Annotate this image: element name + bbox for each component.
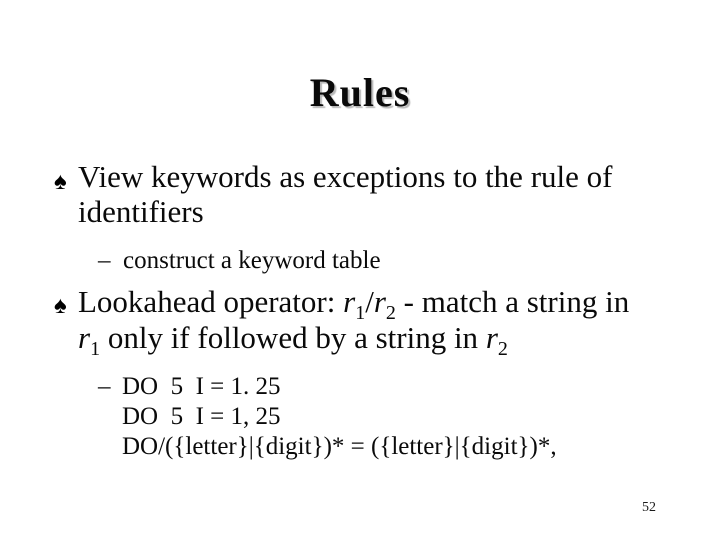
code-line-1: DO 5 I = 1. 25 [122,373,281,400]
text-segment: Lookahead operator: [78,284,344,319]
sub-bullet-2-text: DO 5 I = 1. 25 DO 5 I = 1, 25 DO/({lette… [122,372,557,462]
sub-bullet-1-text: construct a keyword table [123,247,381,274]
slide-title: Rules [309,70,411,115]
code-line-2: DO 5 I = 1, 25 [122,403,281,430]
spade-bullet-icon: ♠ [54,169,67,195]
text-segment: - match a string in [395,284,630,319]
subscript-1: 1 [355,302,366,324]
dash-bullet-icon: – [98,373,111,400]
variable-r: r [485,320,498,355]
variable-r: r [373,284,386,319]
dash-bullet-icon: – [98,247,111,274]
spade-bullet-icon: ♠ [54,293,67,319]
subscript-2: 2 [385,302,396,324]
code-line-3: DO/({letter}|{digit})* = ({letter}|{digi… [122,433,557,460]
bullet-1-line-2: identifiers [78,194,204,229]
subscript-1: 1 [90,338,101,360]
text-segment: only if followed by a string in [100,320,486,355]
variable-r: r [343,284,356,319]
bullet-1-text: View keywords as exceptions to the rule … [78,159,668,229]
bullet-2-text: Lookahead operator: r1/r2 - match a stri… [78,284,668,359]
bullet-1-line-1: View keywords as exceptions to the rule … [78,159,613,194]
variable-r: r [78,320,91,355]
slash-separator: / [365,284,374,319]
page-number: 52 [642,500,656,515]
subscript-2: 2 [497,338,508,360]
